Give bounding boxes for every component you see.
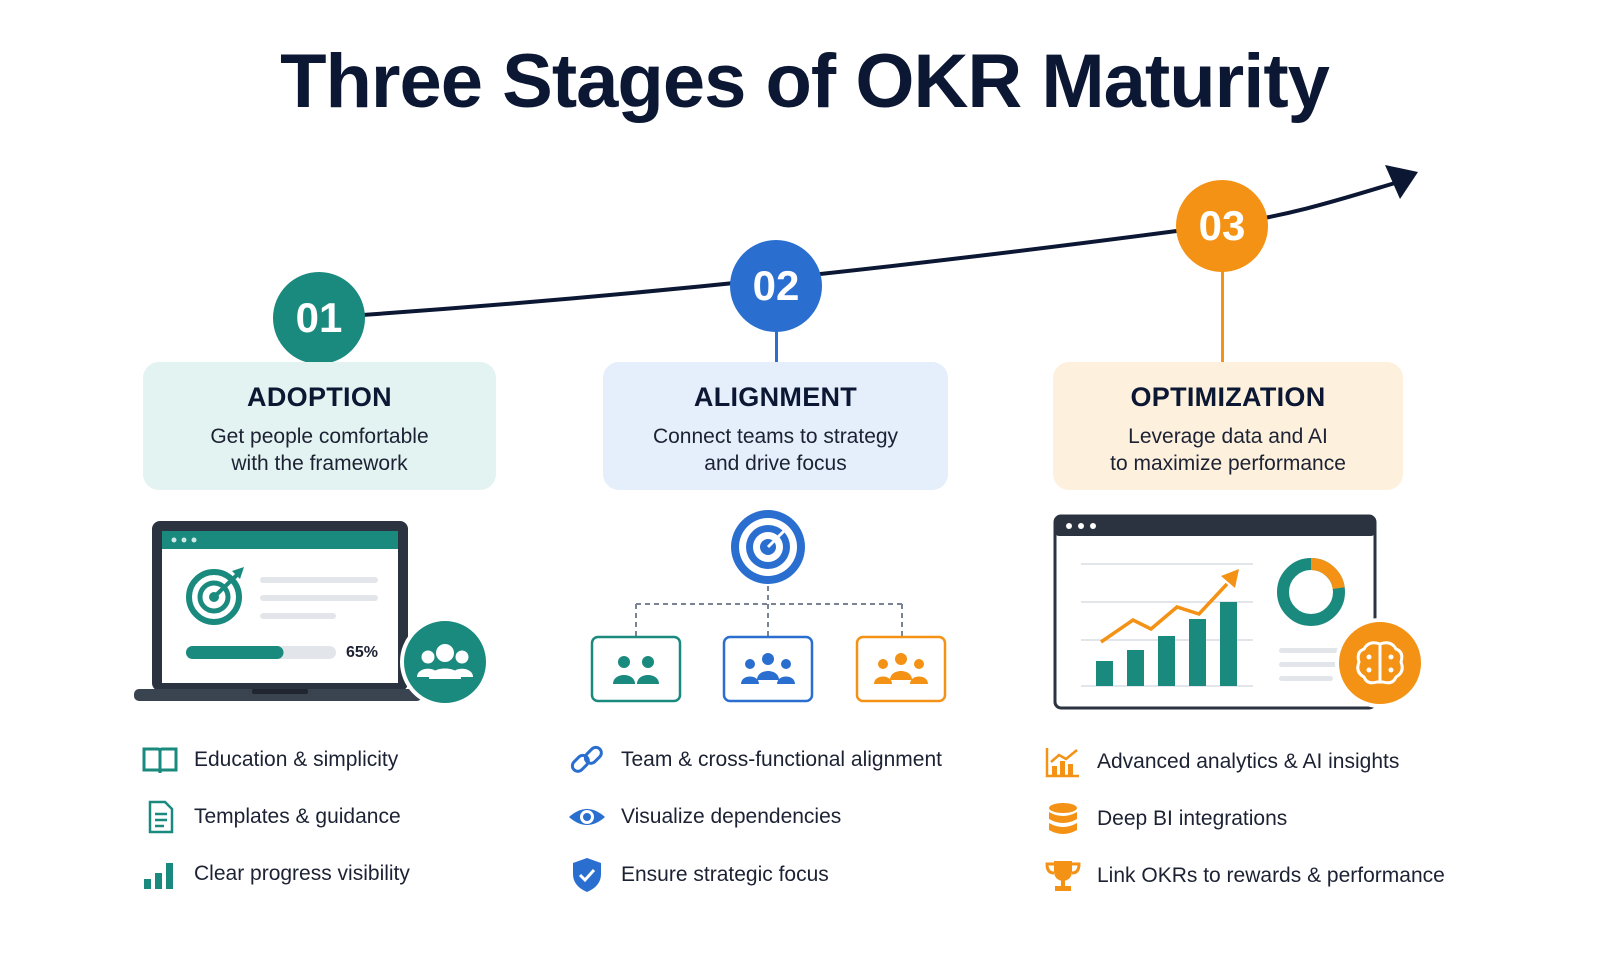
stage-2-desc-line-2: and drive focus [704, 452, 847, 475]
stage-1-card: ADOPTION Get people comfortable with the… [143, 362, 496, 490]
stage-2-connector [775, 326, 778, 362]
feature-text: Link OKRs to rewards & performance [1097, 864, 1445, 887]
team-alignment-diagram [590, 510, 947, 703]
stage-1-description: Get people comfortable with the framewor… [143, 423, 496, 477]
dashboard-icon [1053, 514, 1377, 710]
link-icon [567, 742, 607, 778]
book-icon [140, 742, 180, 778]
stage-3-feature-1: Advanced analytics & AI insights [1043, 744, 1399, 780]
feature-text: Team & cross-functional alignment [621, 748, 942, 771]
stage-1-feature-1: Education & simplicity [140, 742, 398, 778]
donut-chart-icon [1277, 558, 1345, 626]
feature-text: Templates & guidance [194, 805, 401, 828]
feature-text: Deep BI integrations [1097, 807, 1288, 830]
feature-text: Clear progress visibility [194, 862, 410, 885]
stage-1-feature-2: Templates & guidance [140, 799, 401, 835]
feature-text: Ensure strategic focus [621, 863, 829, 886]
stage-2-desc-line-1: Connect teams to strategy [652, 425, 899, 448]
stage-2-badge: 02 [730, 240, 822, 332]
stage-3-feature-2: Deep BI integrations [1043, 801, 1287, 837]
trophy-icon [1043, 858, 1083, 894]
stage-3-desc-line-1: Leverage data and AI [1128, 425, 1328, 448]
stage-1-desc-line-1: Get people comfortable [210, 425, 429, 448]
stage-3-desc-line-2: to maximize performance [1110, 452, 1346, 475]
stage-1-feature-3: Clear progress visibility [140, 856, 410, 892]
stage-2-feature-2: Visualize dependencies [567, 799, 841, 835]
stage-1-number: 01 [295, 294, 343, 341]
stage-2-feature-1: Team & cross-functional alignment [567, 742, 942, 778]
stage-1-heading: ADOPTION [247, 382, 392, 412]
laptop-icon [134, 521, 422, 701]
eye-icon [567, 799, 607, 835]
analytics-dashboard-illustration [1053, 514, 1433, 714]
laptop-illustration: 65% [134, 519, 494, 709]
stage-2-heading: ALIGNMENT [693, 382, 858, 412]
stage-1-desc-line-2: with the framework [231, 452, 408, 475]
database-icon [1043, 801, 1083, 837]
team-teal-icon [590, 635, 682, 703]
feature-text: Advanced analytics & AI insights [1097, 750, 1400, 773]
page-title: Three Stages of OKR Maturity [280, 39, 1330, 124]
stage-3-feature-3: Link OKRs to rewards & performance [1043, 858, 1445, 894]
stage-2-number: 02 [752, 262, 800, 309]
feature-text: Education & simplicity [194, 748, 399, 771]
progress-percent-label: 65% [346, 644, 379, 661]
stage-3-badge: 03 [1176, 180, 1268, 272]
analytics-icon [1043, 744, 1083, 780]
target-icon [731, 510, 805, 584]
stage-3-number: 03 [1198, 202, 1246, 249]
shield-check-icon [567, 857, 607, 893]
stage-2-description: Connect teams to strategy and drive focu… [603, 423, 948, 477]
document-icon [140, 799, 180, 835]
feature-text: Visualize dependencies [621, 805, 842, 828]
stage-1-badge: 01 [273, 272, 365, 364]
bar-chart-icon [140, 856, 180, 892]
stage-3-card: OPTIMIZATION Leverage data and AI to max… [1053, 362, 1403, 490]
target-icon [186, 567, 244, 625]
team-blue-icon [722, 635, 814, 703]
stage-2-feature-3: Ensure strategic focus [567, 857, 829, 893]
team-orange-icon [855, 635, 947, 703]
stage-2-card: ALIGNMENT Connect teams to strategy and … [603, 362, 948, 490]
stage-3-description: Leverage data and AI to maximize perform… [1053, 423, 1403, 477]
stage-3-connector [1221, 266, 1224, 362]
stage-3-heading: OPTIMIZATION [1130, 382, 1326, 412]
progress-bar-fill [186, 646, 284, 659]
ai-brain-icon [1335, 618, 1425, 708]
team-badge-icon [400, 617, 490, 707]
